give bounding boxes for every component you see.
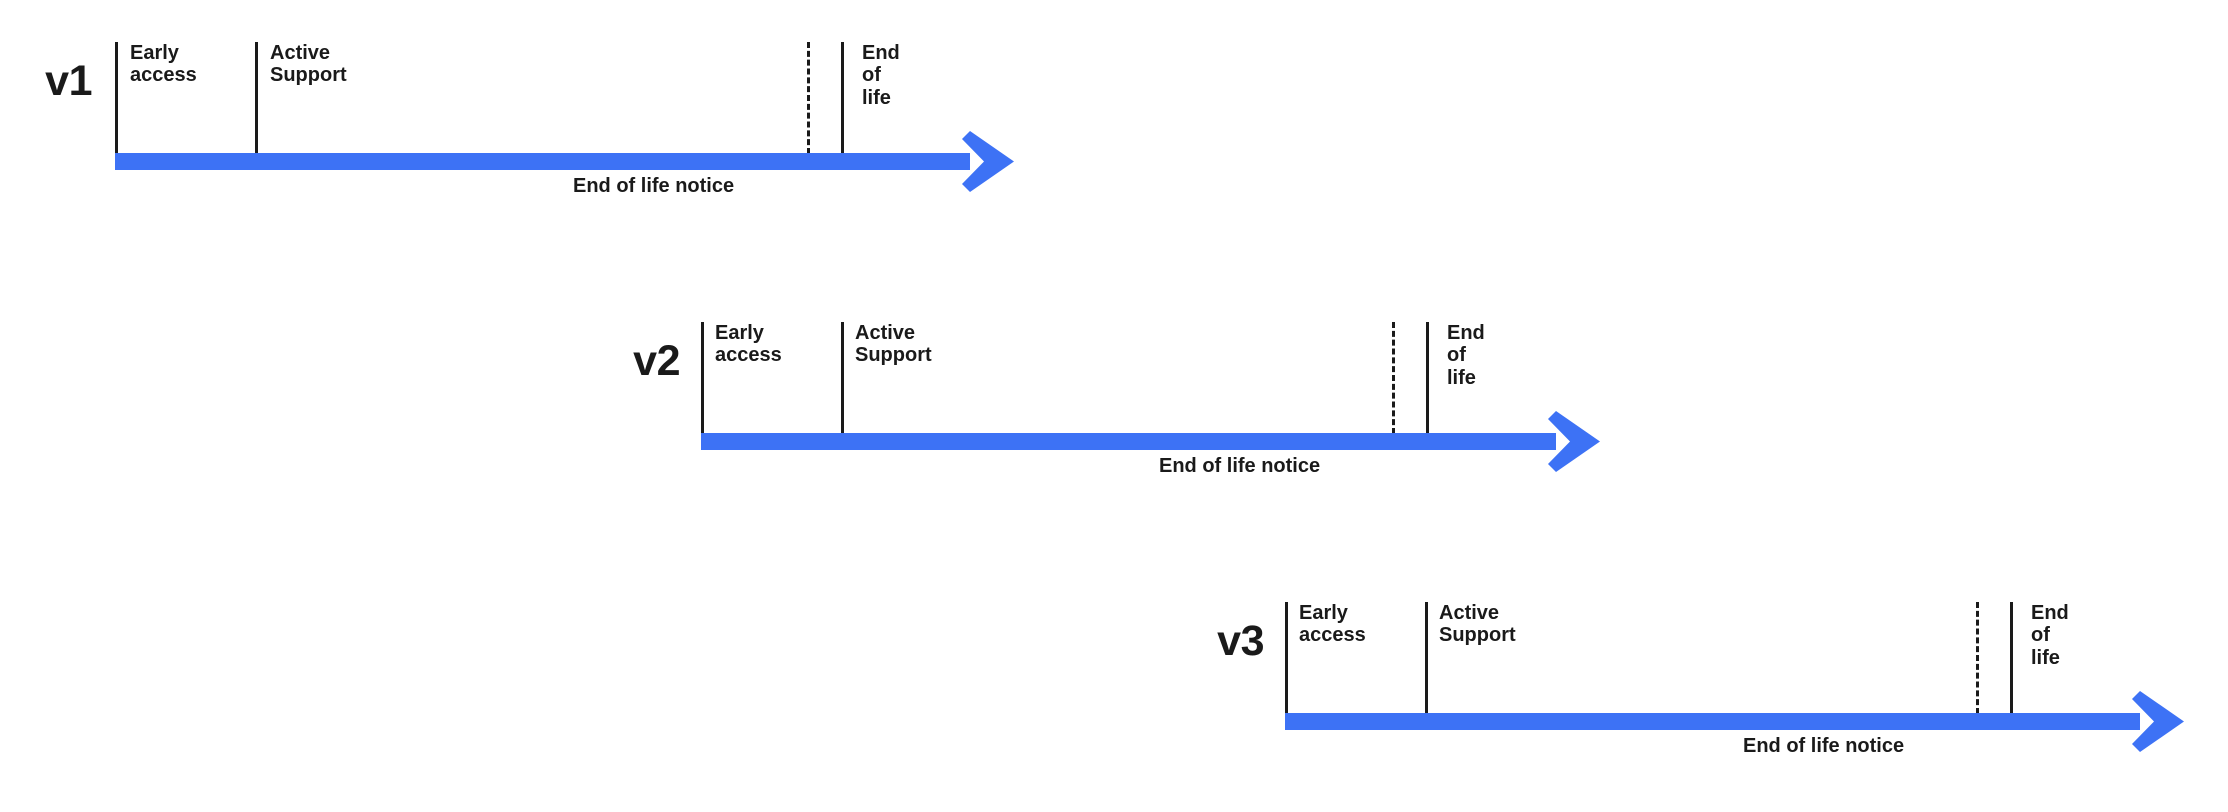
phase-label-early-access-v1: Early access bbox=[130, 42, 197, 87]
arrow-head-icon-v3 bbox=[2132, 691, 2184, 752]
timeline-bar-v1 bbox=[115, 153, 970, 170]
version-label-v2: v2 bbox=[633, 337, 680, 385]
phase-divider-end-of-life-start-v3 bbox=[2010, 602, 2013, 714]
phase-divider-end-of-life-notice-v3 bbox=[1976, 602, 1979, 714]
phase-label-active-support-v1: Active Support bbox=[270, 42, 347, 87]
phase-label-early-access-v3: Early access bbox=[1299, 602, 1366, 647]
arrow-head-icon-v1 bbox=[962, 131, 1014, 192]
notice-label-v1: End of life notice bbox=[573, 175, 735, 197]
version-label-v1: v1 bbox=[45, 57, 92, 105]
phase-divider-early-access-start-v3 bbox=[1285, 602, 1288, 714]
phase-divider-early-access-start-v1 bbox=[115, 42, 118, 154]
notice-label-v3: End of life notice bbox=[1743, 735, 1905, 757]
phase-label-end-of-life-v1: End of life bbox=[862, 42, 900, 109]
phase-label-end-of-life-v2: End of life bbox=[1447, 322, 1485, 389]
phase-divider-active-support-start-v1 bbox=[255, 42, 258, 154]
phase-divider-end-of-life-notice-v2 bbox=[1392, 322, 1395, 434]
arrow-head-icon-v2 bbox=[1548, 411, 1600, 472]
phase-divider-end-of-life-notice-v1 bbox=[807, 42, 810, 154]
phase-label-active-support-v2: Active Support bbox=[855, 322, 932, 367]
phase-label-early-access-v2: Early access bbox=[715, 322, 782, 367]
timeline-bar-v2 bbox=[701, 433, 1556, 450]
phase-divider-early-access-start-v2 bbox=[701, 322, 704, 434]
phase-label-end-of-life-v3: End of life bbox=[2031, 602, 2069, 669]
phase-divider-end-of-life-start-v1 bbox=[841, 42, 844, 154]
phase-divider-active-support-start-v2 bbox=[841, 322, 844, 434]
phase-divider-end-of-life-start-v2 bbox=[1426, 322, 1429, 434]
version-label-v3: v3 bbox=[1217, 617, 1264, 665]
notice-label-v2: End of life notice bbox=[1159, 455, 1321, 477]
phase-divider-active-support-start-v3 bbox=[1425, 602, 1428, 714]
phase-label-active-support-v3: Active Support bbox=[1439, 602, 1516, 647]
timeline-bar-v3 bbox=[1285, 713, 2140, 730]
